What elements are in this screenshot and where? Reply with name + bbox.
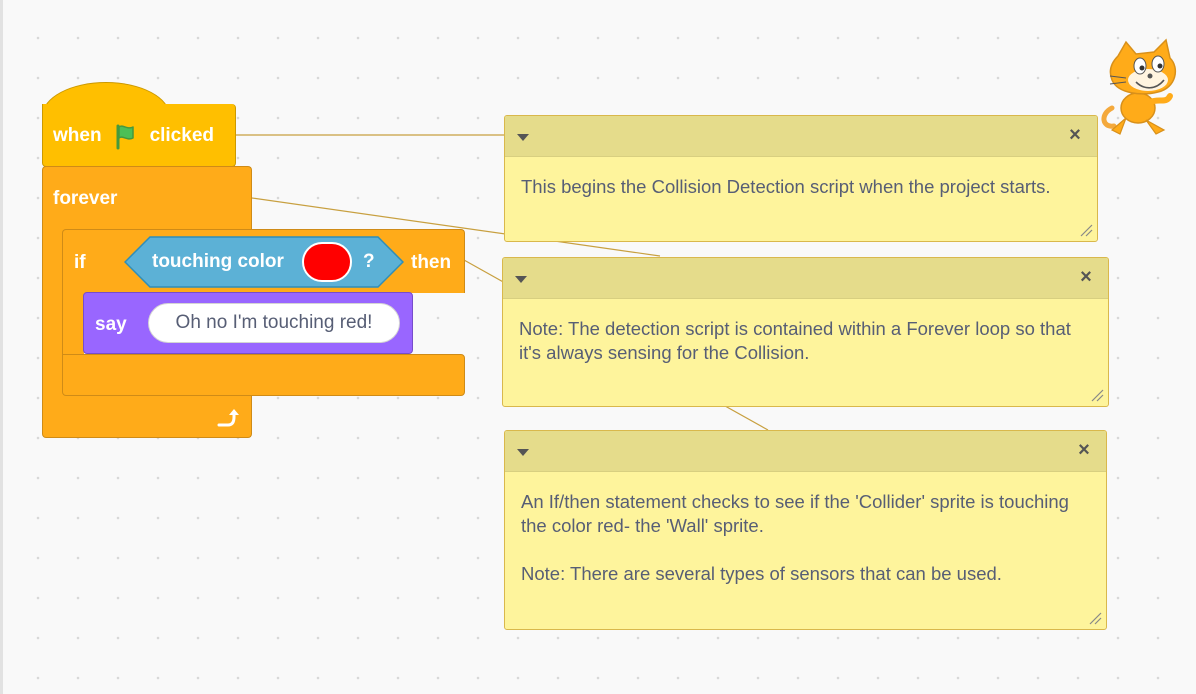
forever-label: forever [53, 188, 118, 209]
say-message-input[interactable]: Oh no I'm touching red! [148, 303, 400, 343]
comment-header[interactable]: × [503, 258, 1108, 299]
forever-block-arm [42, 230, 64, 408]
scratch-cat-icon [1101, 38, 1177, 135]
loop-arrow-icon [217, 409, 239, 427]
collapse-triangle-icon[interactable] [517, 134, 529, 141]
comment-note-2[interactable]: × Note: The detection script is containe… [502, 257, 1109, 407]
touching-color-label: touching color [152, 251, 284, 272]
touching-question-mark: ? [363, 251, 375, 272]
resize-handle-icon[interactable] [1090, 388, 1104, 402]
workspace-edge [0, 0, 3, 694]
when-flag-clicked-block[interactable]: when clicked [42, 104, 236, 167]
comment-note-1[interactable]: × This begins the Collision Detection sc… [504, 115, 1098, 242]
hat-clicked-label: clicked [149, 125, 214, 146]
green-flag-icon [116, 124, 134, 150]
if-block-arm [62, 290, 84, 360]
touching-color-block[interactable]: touching color ? [124, 236, 404, 288]
comment-header[interactable]: × [505, 431, 1106, 472]
close-icon[interactable]: × [1080, 266, 1092, 288]
forever-block-footer[interactable] [42, 394, 252, 438]
comment-text[interactable]: Note: The detection script is contained … [519, 318, 1071, 363]
forever-block[interactable]: forever [42, 166, 252, 232]
if-label: if [74, 252, 86, 273]
comment-header[interactable]: × [505, 116, 1097, 157]
color-picker-swatch[interactable] [302, 242, 352, 282]
close-icon[interactable]: × [1069, 124, 1081, 146]
say-label: say [95, 314, 127, 335]
collapse-triangle-icon[interactable] [517, 449, 529, 456]
comment-note-3[interactable]: × An If/then statement checks to see if … [504, 430, 1107, 630]
if-block-footer[interactable] [62, 354, 465, 396]
then-label: then [411, 252, 452, 273]
comment-text[interactable]: This begins the Collision Detection scri… [521, 176, 1051, 197]
close-icon[interactable]: × [1078, 439, 1090, 461]
resize-handle-icon[interactable] [1088, 611, 1102, 625]
hat-when-label: when [53, 125, 102, 146]
collapse-triangle-icon[interactable] [515, 276, 527, 283]
resize-handle-icon[interactable] [1079, 223, 1093, 237]
comment-text[interactable]: An If/then statement checks to see if th… [521, 491, 1069, 584]
